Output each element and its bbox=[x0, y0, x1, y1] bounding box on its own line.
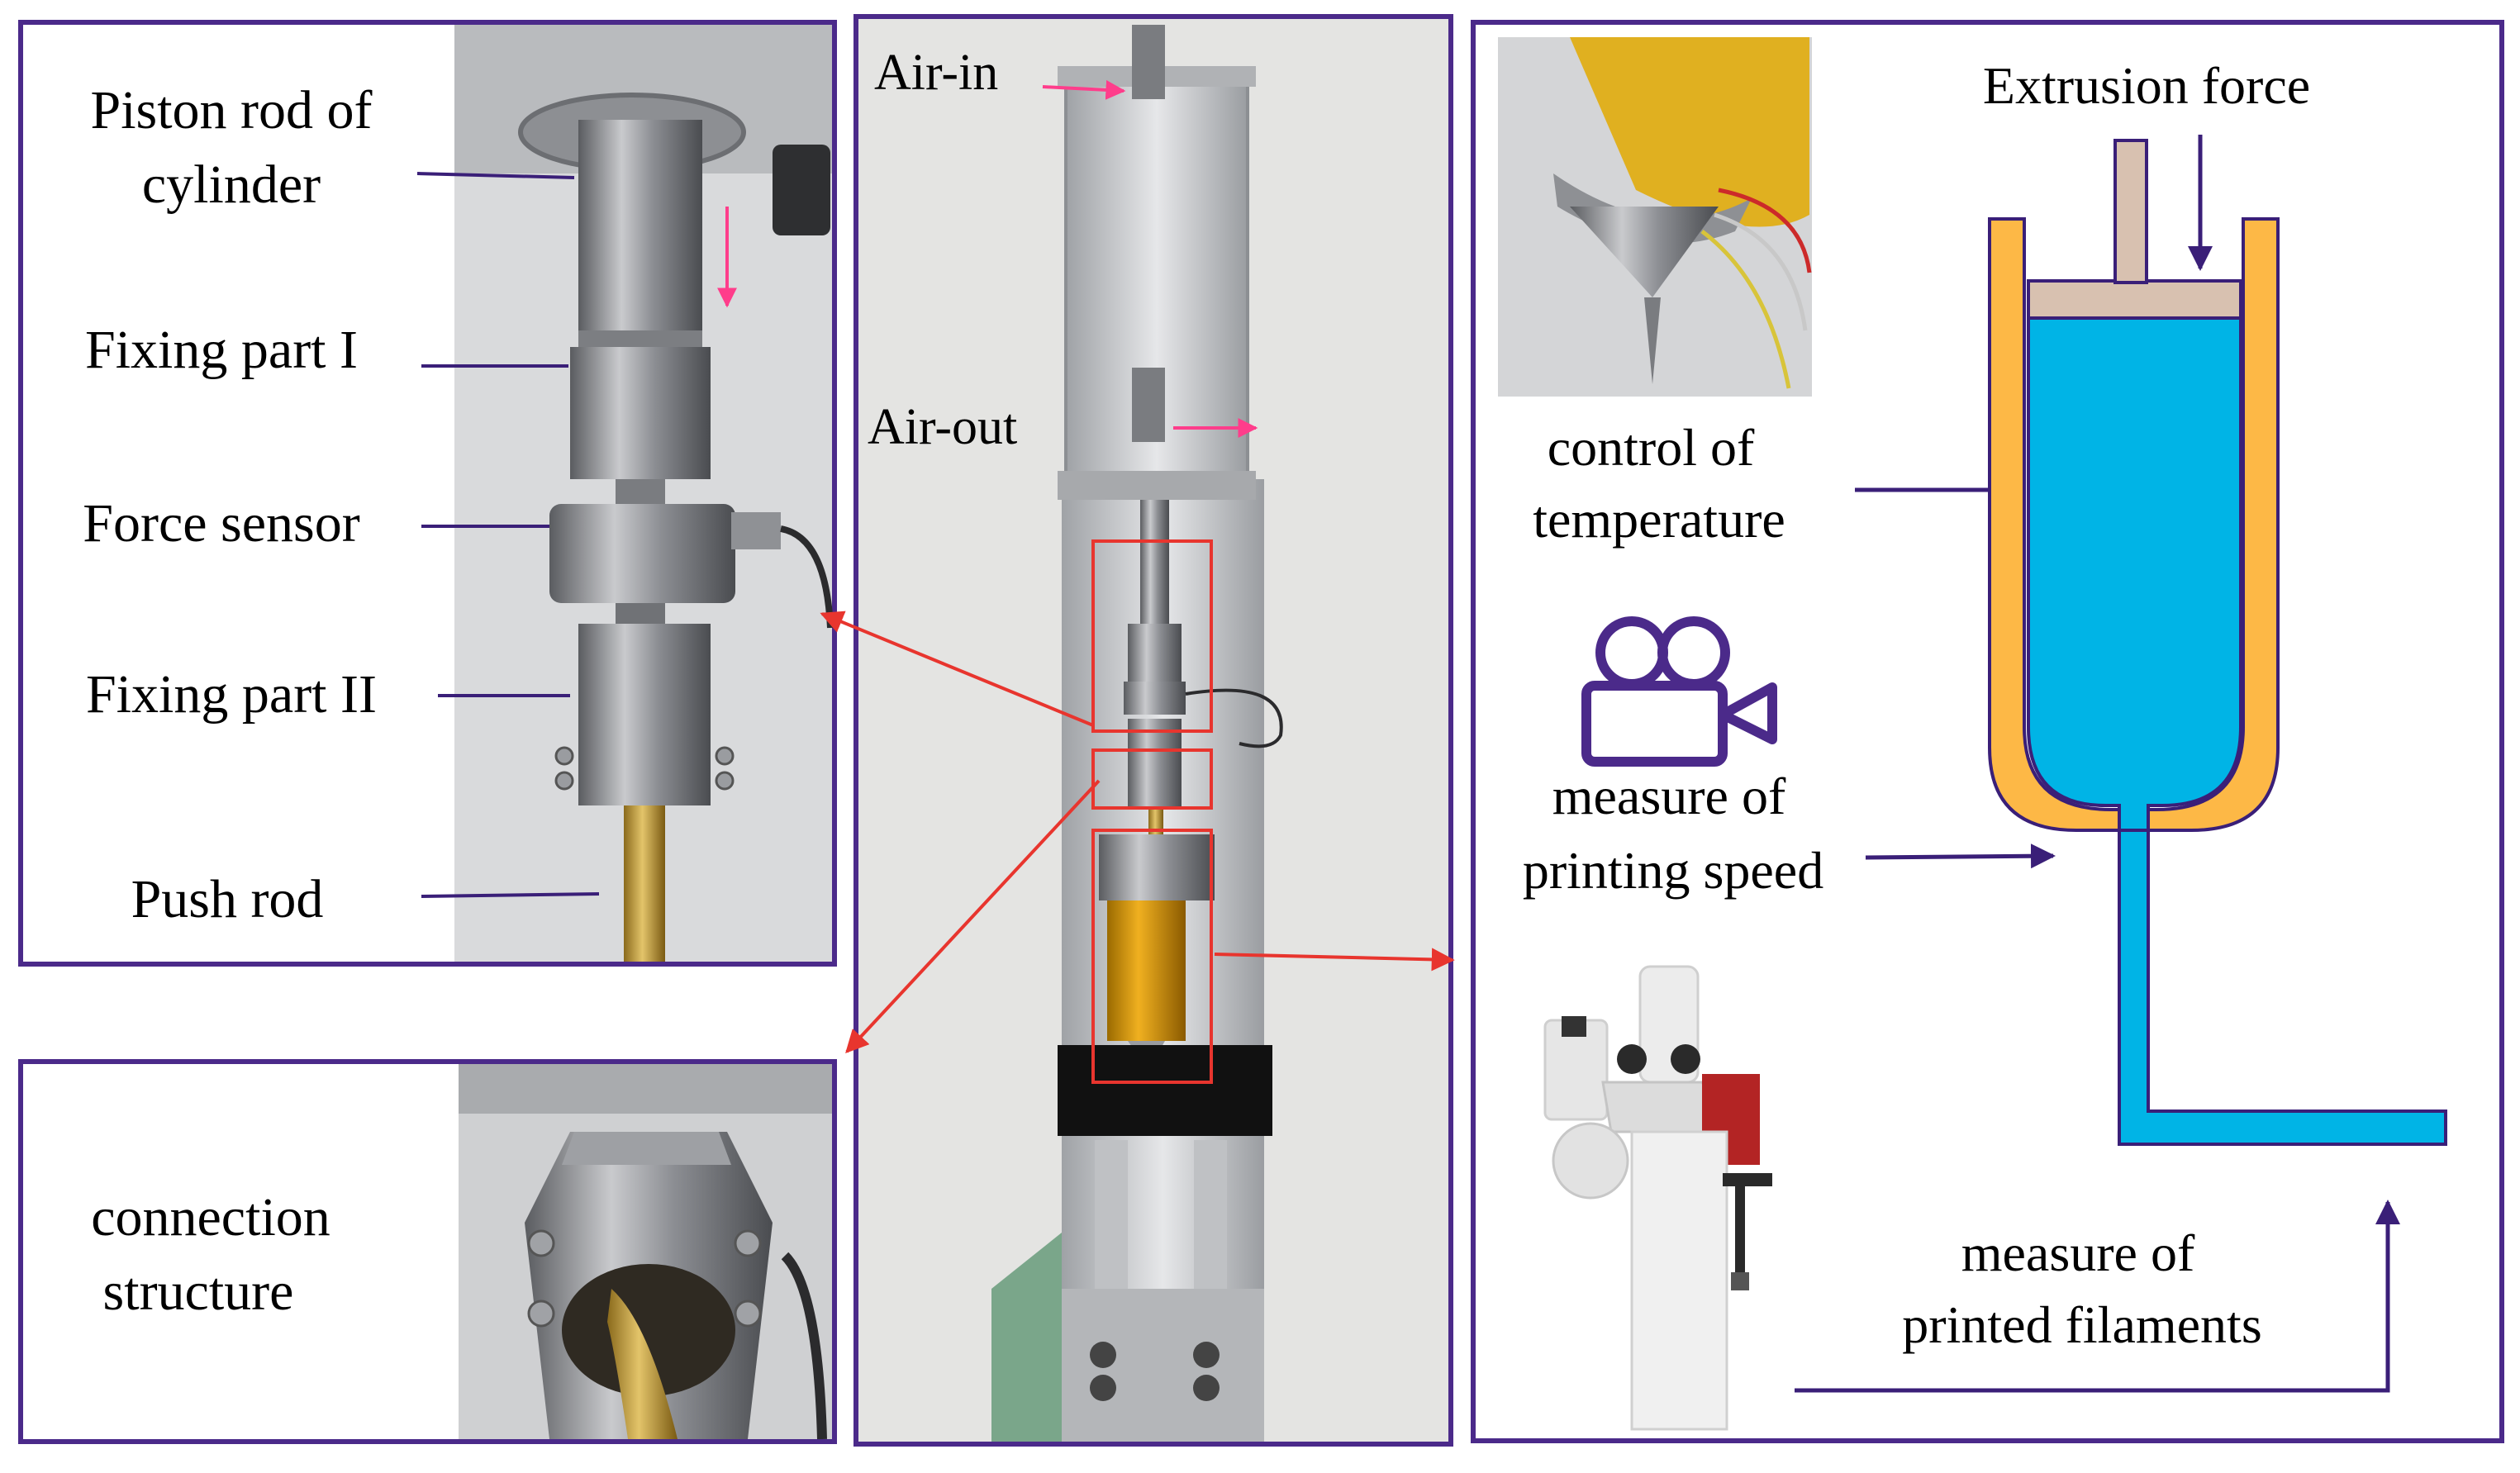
microscope-icon bbox=[1543, 965, 1772, 1431]
label-fixing-part-2: Fixing part II bbox=[86, 664, 377, 725]
device-photo-panel: Air-in Air-out bbox=[853, 14, 1453, 1447]
label-push-rod: Push rod bbox=[131, 869, 324, 929]
label-piston-rod-line2: cylinder bbox=[142, 154, 321, 215]
arrow-printing-speed bbox=[1865, 843, 2056, 869]
connection-photo bbox=[459, 1064, 832, 1440]
syringe-fluid bbox=[2027, 316, 2242, 838]
label-air-out: Air-out bbox=[868, 399, 1017, 455]
highlight-box-syringe bbox=[1091, 829, 1213, 1084]
label-filaments-line2: printed filaments bbox=[1902, 1295, 2261, 1354]
label-piston-rod-line1: Piston rod of bbox=[90, 80, 372, 140]
label-force-sensor: Force sensor bbox=[83, 493, 359, 554]
label-speed-line2: printing speed bbox=[1523, 841, 1823, 900]
assembly-leader-lines bbox=[416, 172, 600, 898]
syringe-wall bbox=[1988, 217, 2280, 838]
label-air-in: Air-in bbox=[874, 45, 998, 101]
label-fixing-part-1: Fixing part I bbox=[85, 320, 358, 380]
panel-connector-arrows bbox=[820, 611, 1455, 1054]
label-filaments-line1: measure of bbox=[1961, 1224, 2195, 1282]
label-speed-line1: measure of bbox=[1552, 767, 1786, 825]
label-temp-line2: temperature bbox=[1533, 490, 1785, 549]
plunger-head bbox=[2027, 279, 2242, 320]
heater-nozzle-icon bbox=[1498, 37, 1812, 397]
camera-icon bbox=[1581, 616, 1777, 767]
syringe-schematic bbox=[1988, 135, 2447, 1146]
plunger-stem bbox=[2113, 139, 2148, 284]
highlight-box-force-sensor bbox=[1091, 539, 1213, 733]
connection-structure-panel: connection structure bbox=[18, 1059, 837, 1444]
assembly-photo bbox=[454, 25, 834, 962]
arrow-printed-filaments bbox=[1795, 1200, 2400, 1393]
label-temp-line1: control of bbox=[1548, 418, 1755, 477]
assembly-detail-panel: Piston rod of cylinder Fixing part I For… bbox=[18, 20, 837, 967]
label-extrusion-force: Extrusion force bbox=[1983, 56, 2310, 115]
highlight-box-connection bbox=[1091, 748, 1213, 810]
label-connection-line2: structure bbox=[103, 1262, 294, 1322]
filament bbox=[2118, 829, 2447, 1146]
label-connection-line1: connection bbox=[91, 1187, 330, 1247]
extrusion-schematic-panel: control of temperature measure of printi… bbox=[1471, 20, 2504, 1443]
